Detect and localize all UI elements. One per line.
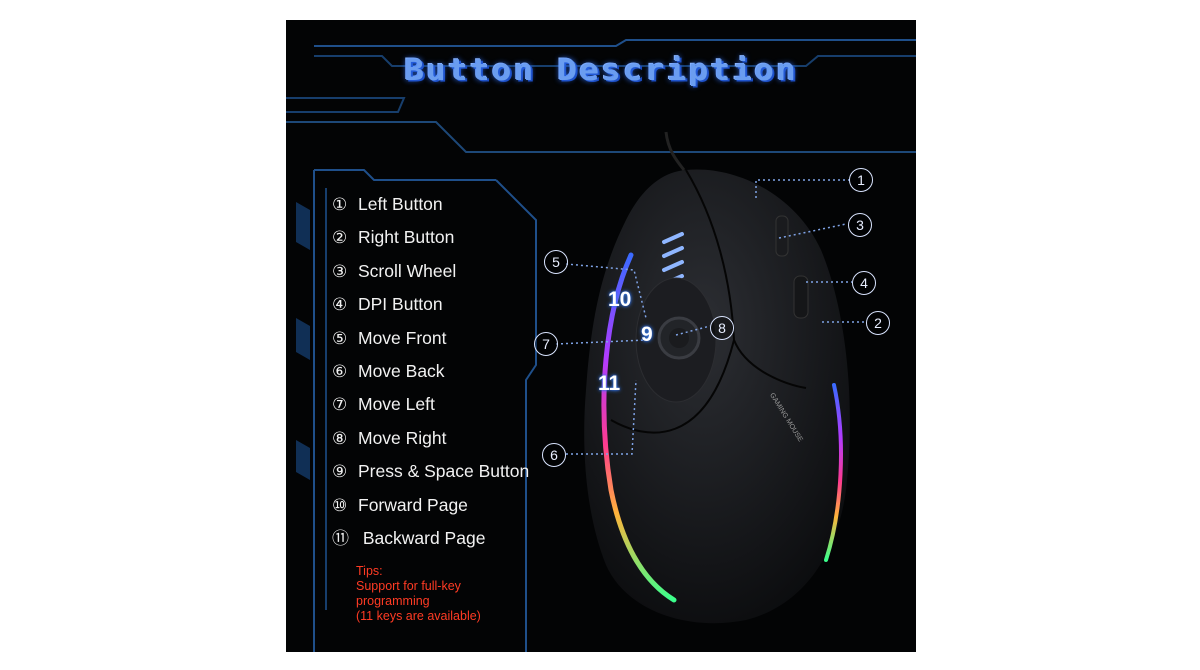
list-number: ⑧ xyxy=(332,428,348,448)
list-number: ⑤ xyxy=(332,328,348,348)
list-number: ⑩ xyxy=(332,495,348,515)
list-number: ③ xyxy=(332,261,348,281)
joystick-label-9: 9 xyxy=(641,323,653,346)
list-label: Move Left xyxy=(358,394,435,415)
list-item: ⑥ Move Back xyxy=(332,355,529,388)
list-number: ① xyxy=(332,195,348,214)
button-description-list: ① Left Button ② Right Button ③ Scroll Wheel… xyxy=(332,188,529,555)
list-label: Backward Page xyxy=(358,527,486,548)
list-item: ④ DPI Button xyxy=(332,288,529,321)
list-label: Scroll Wheel xyxy=(358,260,457,281)
vertical-mouse-image xyxy=(555,131,866,624)
list-number: ⑦ xyxy=(332,395,348,415)
list-number: ② xyxy=(332,228,348,248)
list-item: ⑤ Move Front xyxy=(332,322,529,355)
page-title: Button Description xyxy=(404,51,798,88)
callout-4: 4 xyxy=(852,271,876,295)
callout-1: 1 xyxy=(849,168,873,192)
tips-line: programming xyxy=(356,594,430,608)
list-label: Right Button xyxy=(358,227,455,248)
callout-2: 2 xyxy=(866,311,890,335)
list-item: ⑨ Press & Space Button xyxy=(332,455,529,488)
list-number: ⑥ xyxy=(332,361,348,381)
list-number: ⑪ xyxy=(332,528,349,548)
list-item: ⑩ Forward Page xyxy=(332,489,529,522)
list-number: ⑨ xyxy=(332,462,348,482)
callout-3: 3 xyxy=(848,213,872,237)
list-label: Move Back xyxy=(358,360,445,381)
product-image-panel: Button Description xyxy=(286,20,916,652)
tips-heading: Tips: xyxy=(356,564,383,578)
tips-note: Tips: Support for full-key programming (… xyxy=(356,564,481,624)
list-number: ④ xyxy=(332,295,348,315)
list-item: ② Right Button xyxy=(332,221,529,254)
list-label: Left Button xyxy=(358,194,443,214)
tips-line: Support for full-key xyxy=(356,579,461,593)
list-label: Move Front xyxy=(358,327,447,348)
callout-7: 7 xyxy=(534,332,558,356)
hud-frame-lines xyxy=(286,39,916,652)
mouse-body xyxy=(584,169,850,624)
list-item: ⑦ Move Left xyxy=(332,388,529,421)
list-item: ⑧ Move Right xyxy=(332,422,529,455)
callout-5: 5 xyxy=(544,250,568,274)
list-label: Forward Page xyxy=(358,494,468,515)
list-item: ① Left Button xyxy=(332,188,529,221)
list-label: Press & Space Button xyxy=(358,461,530,482)
list-label: Move Right xyxy=(358,427,447,448)
list-label: DPI Button xyxy=(358,294,443,315)
tips-line: (11 keys are available) xyxy=(356,609,481,623)
joystick-label-11: 11 xyxy=(598,372,621,395)
joystick-label-10: 10 xyxy=(608,288,632,311)
callout-6: 6 xyxy=(542,443,566,467)
callout-8: 8 xyxy=(710,316,734,340)
list-item: ③ Scroll Wheel xyxy=(332,255,529,288)
list-item: ⑪ Backward Page xyxy=(332,522,529,555)
